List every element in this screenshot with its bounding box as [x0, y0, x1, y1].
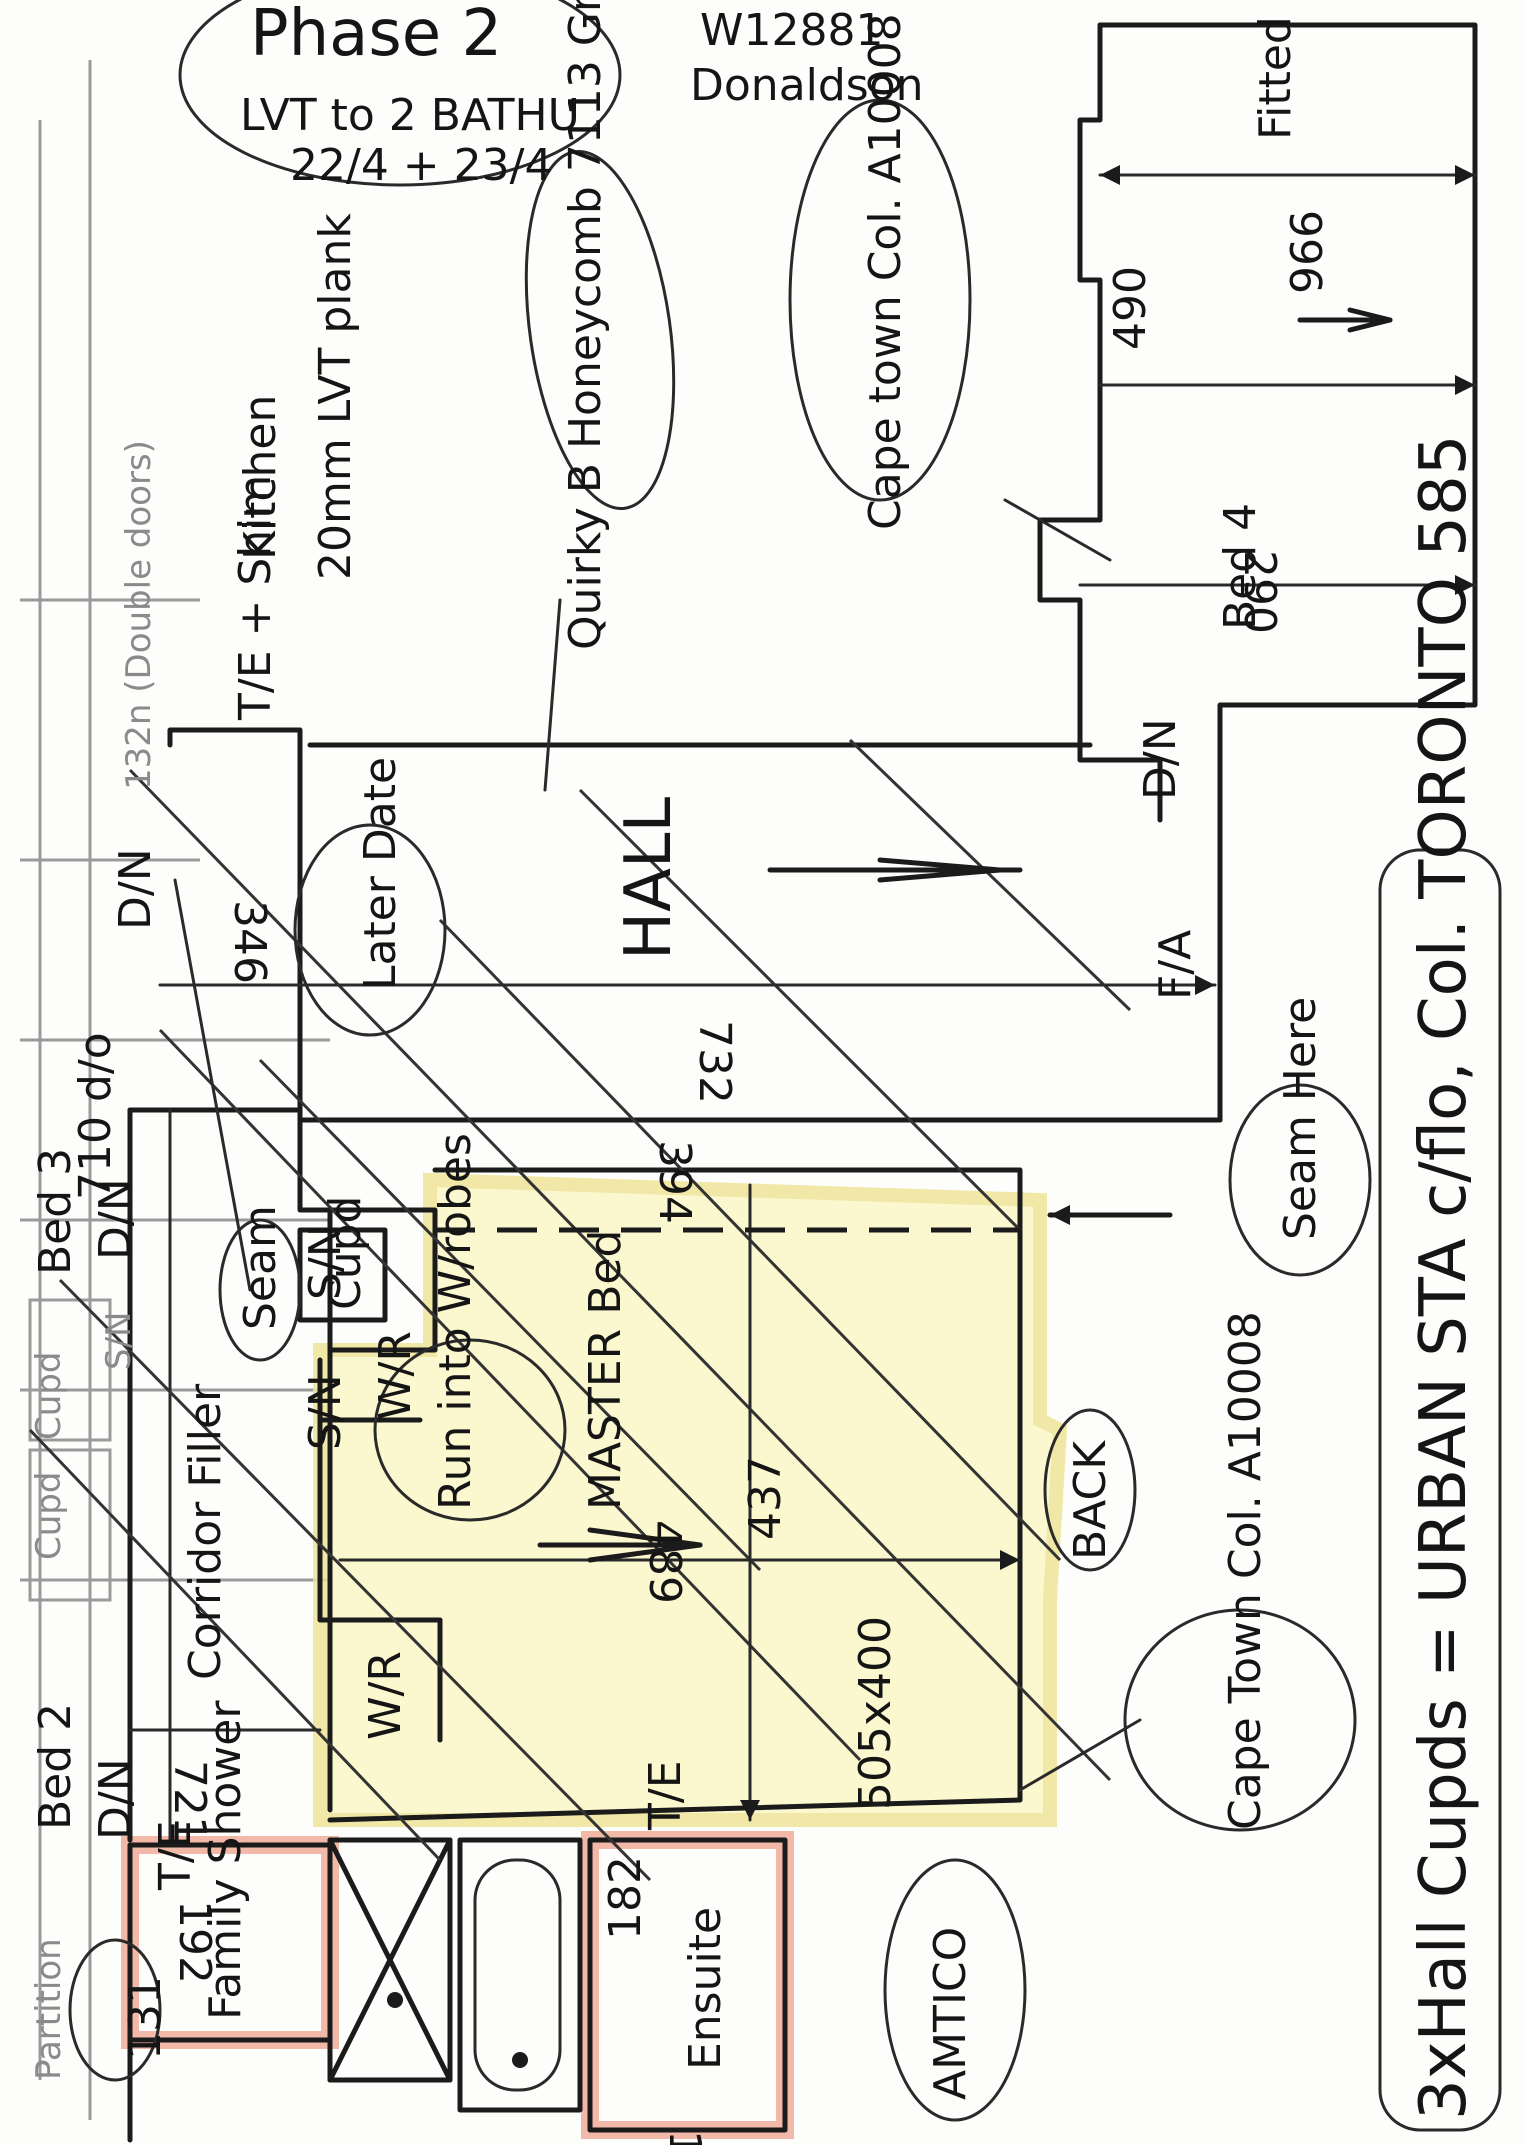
- later-date-label: Later Date: [355, 757, 406, 990]
- callout-bubbles: [68, 0, 1502, 2132]
- room-labels: Bed 4 Fitted Cape town Col. A10008 HALL …: [29, 13, 1301, 2070]
- dates-label: 22/4 + 23/4: [290, 140, 552, 191]
- dim-346: 346: [224, 900, 275, 984]
- seam-here-label: Seam Here: [1275, 997, 1326, 1240]
- dim-490: 490: [1105, 266, 1156, 350]
- master-label: MASTER Bed: [580, 1230, 631, 1510]
- dim-290: 290: [1234, 550, 1285, 634]
- amtico-label: AMTICO: [925, 1927, 976, 2100]
- dimension-labels: 996 490 290 732 346 394 489 437 721 192 …: [70, 210, 1330, 2145]
- finish-spec: Quirky B Honeycomb 7113 Grey: [560, 0, 611, 650]
- dn1-label: D/N: [90, 1178, 141, 1260]
- dimension-lines: [128, 165, 1477, 1822]
- sn2-label: S/N: [300, 1374, 351, 1450]
- scope-label: LVT to 2 BATHU: [240, 90, 580, 141]
- material-label: 20mm LVT plank: [310, 213, 361, 580]
- seam-label: Seam: [235, 1205, 286, 1330]
- cape-town-label: Cape Town Col. A10008: [1220, 1311, 1271, 1830]
- din-label: D/N: [110, 848, 161, 930]
- wr1-label: W/R: [370, 1331, 421, 1420]
- misc-labels: S/N S/N S/N D/N D/N D/N Seam Seam Here R…: [29, 435, 1481, 2120]
- hall-label: HALL: [612, 796, 686, 960]
- dim-721: 721: [164, 1760, 215, 1844]
- dim-131: 131: [120, 1976, 171, 2060]
- te1-label: T/E: [150, 1820, 201, 1891]
- dim-437: 437: [740, 1456, 791, 1540]
- dn-bed4: D/N: [1135, 718, 1186, 800]
- job-ref: W12881: [700, 5, 883, 56]
- corridor-label: Corridor Filler: [180, 1383, 231, 1680]
- direction-arrows: [537, 307, 1393, 1563]
- faint-background: [20, 60, 330, 2120]
- sn1-label: S/N: [300, 1224, 351, 1300]
- fa-label: F/A: [1150, 930, 1201, 1000]
- bed2-label: Bed 2: [30, 1703, 81, 1830]
- dim-182: 182: [600, 1856, 651, 1940]
- sn3-label: S/N: [99, 1312, 139, 1370]
- top-notes: 132n (Double doors) Kitchen 20mm LVT pla…: [110, 0, 611, 990]
- run-into-label: Run into W/robes: [430, 1133, 481, 1510]
- dim-732: 732: [689, 1020, 740, 1104]
- walls: [127, 22, 1478, 2143]
- te-shim-label: T/E + Shim: [230, 475, 281, 721]
- partition-label: Partition: [29, 1938, 69, 2080]
- dim-394: 394: [649, 1140, 700, 1224]
- kitchen-label: Kitchen: [235, 395, 286, 560]
- family-shower-label: Family Shower: [200, 1700, 251, 2020]
- phase-label: Phase 2: [250, 0, 502, 71]
- cupd-top1: Cupd: [29, 1352, 69, 1440]
- cupd-label: Cupd: [320, 1196, 371, 1310]
- dim-192: 192: [169, 1900, 220, 1984]
- bed3-label: Bed 3: [30, 1148, 81, 1275]
- bed4-label: Bed 4: [1215, 503, 1266, 630]
- ensuite-label: Ensuite: [680, 1907, 731, 2070]
- te2-label: T/E: [640, 1760, 691, 1831]
- hall-cupds-note: 3xHall Cupds = URBAN STA c/flo, Col. TOR…: [1407, 435, 1481, 2120]
- dim-140: 140: [659, 2130, 710, 2145]
- cupd-top2: Cupd: [29, 1472, 69, 1560]
- wr2-label: W/R: [360, 1651, 411, 1740]
- dim-710: 710 d/o: [70, 1032, 121, 1200]
- back-label: BACK: [1065, 1440, 1116, 1560]
- dn2-label: D/N: [90, 1758, 141, 1840]
- master-size: 505x400: [850, 1616, 901, 1810]
- bed4-finish: Cape town Col. A10008: [860, 13, 911, 530]
- client-name: Donaldson: [690, 60, 924, 111]
- dim-489: 489: [639, 1520, 690, 1604]
- hatching: [28, 738, 1132, 1882]
- header-notes: Phase 2 LVT to 2 BATHU 22/4 + 23/4 W1288…: [240, 0, 924, 191]
- bed4-fitted: Fitted: [1250, 16, 1301, 140]
- door-note: 132n (Double doors): [119, 440, 159, 790]
- dim-996: 996: [1279, 210, 1330, 294]
